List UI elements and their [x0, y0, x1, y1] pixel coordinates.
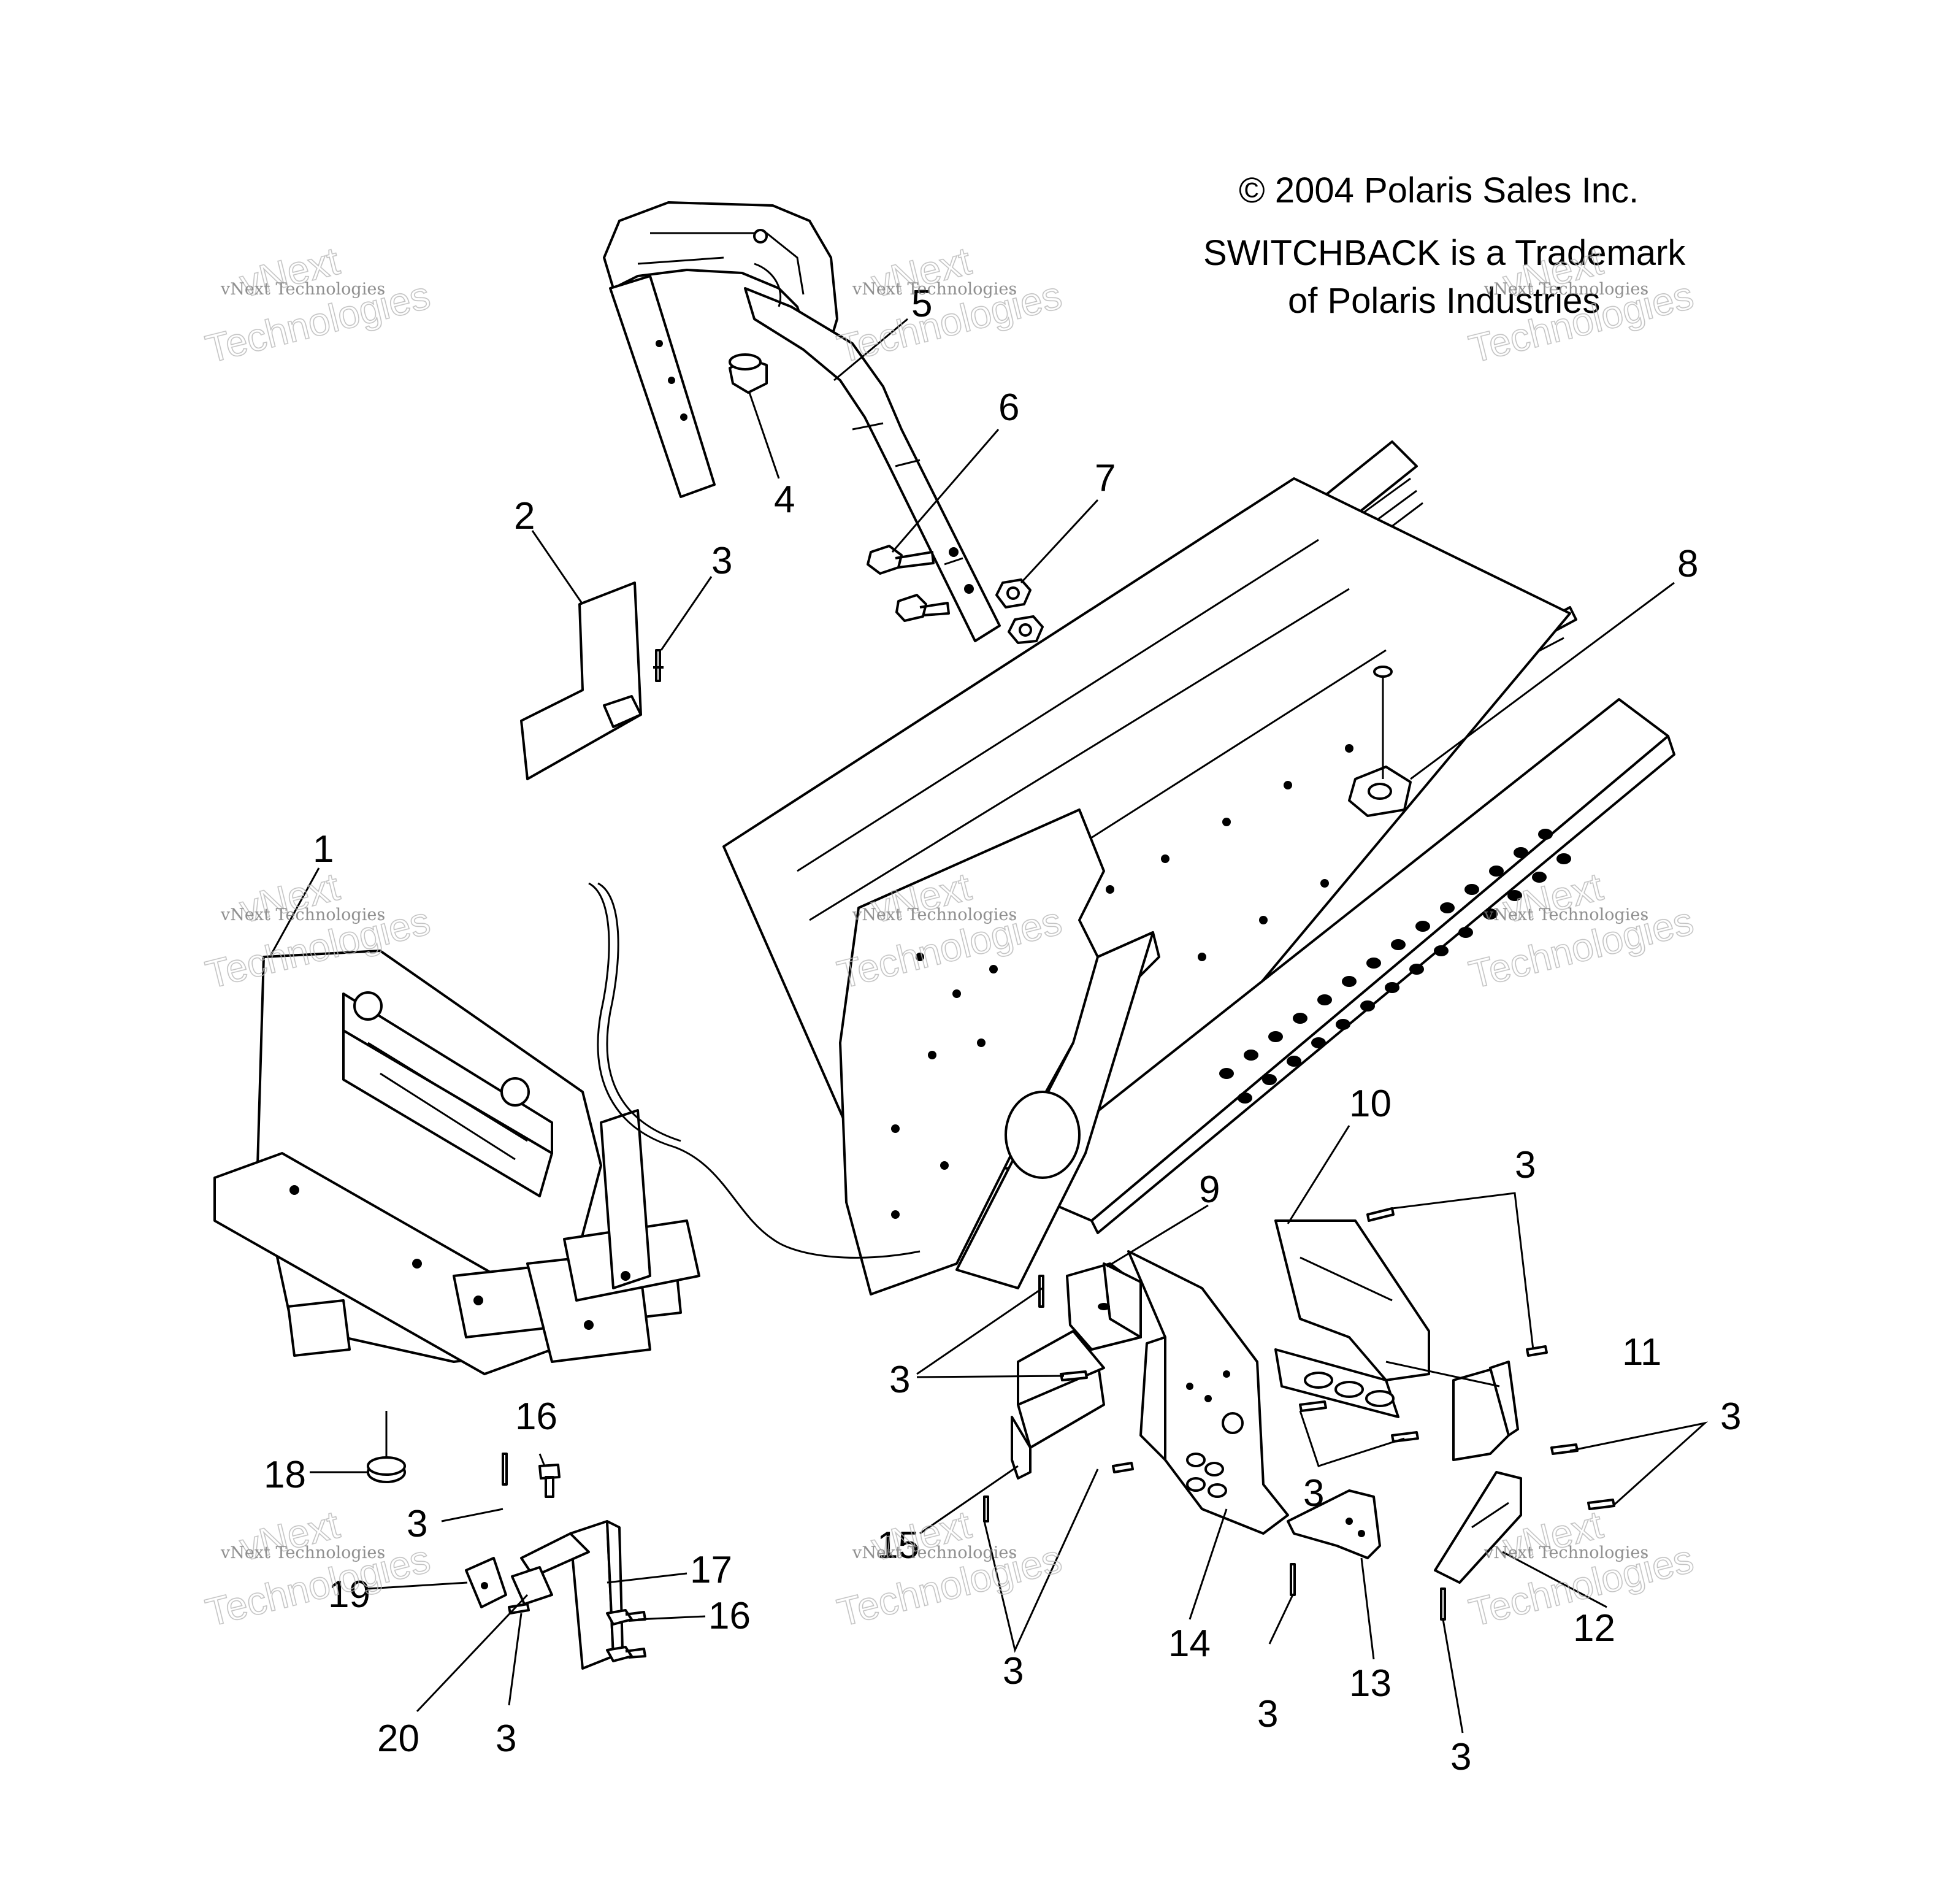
part-8-grommet [1348, 666, 1412, 817]
part-20-bracket [511, 1566, 553, 1605]
watermark-top-left: Technologies vNext vNext Technologies [201, 238, 435, 372]
running-board-holes [1219, 829, 1571, 1104]
part-13-bracket [1287, 1489, 1381, 1559]
svg-text:vNext Technologies: vNext Technologies [852, 280, 1017, 299]
callout-3-d: 3 [889, 1359, 910, 1401]
callout-3-i: 3 [1257, 1693, 1278, 1735]
svg-text:vNext Technologies: vNext Technologies [1483, 905, 1648, 924]
copyright-block: © 2004 Polaris Sales Inc. SWITCHBACK is … [1203, 171, 1686, 321]
callout-14: 14 [1168, 1622, 1211, 1665]
copyright-line-1: © 2004 Polaris Sales Inc. [1239, 171, 1639, 210]
trademark-line-2: of Polaris Industries [1288, 281, 1600, 321]
svg-text:vNext Technologies: vNext Technologies [220, 905, 385, 924]
callout-3-g: 3 [496, 1718, 516, 1760]
part-11-bracket [1452, 1361, 1519, 1461]
callout-16-b: 16 [708, 1595, 751, 1637]
part-18-grommet [367, 1411, 406, 1483]
callout-12: 12 [1573, 1607, 1615, 1649]
callout-11: 11 [1622, 1331, 1661, 1373]
part-16-bolts-b [606, 1609, 646, 1662]
part-5-rear-bumper [603, 201, 1001, 642]
part-3-rivet-a [653, 649, 664, 682]
callout-9: 9 [1199, 1169, 1220, 1211]
part-14-bracket [1127, 1250, 1289, 1535]
svg-text:vNext Technologies: vNext Technologies [220, 280, 385, 299]
watermark-mid-center: Technologies vNext vNext Technologies [832, 864, 1066, 997]
callout-7: 7 [1095, 457, 1116, 499]
callout-18: 18 [264, 1454, 306, 1496]
svg-text:vNext Technologies: vNext Technologies [1483, 1543, 1648, 1562]
part-16-bolt-a [538, 1464, 561, 1498]
callout-numbers: 1 2 3 4 5 6 7 8 9 10 3 11 3 3 3 16 18 3 … [264, 283, 1741, 1778]
callout-4: 4 [774, 478, 795, 521]
chassis-tunnel [722, 440, 1675, 1296]
callout-8: 8 [1677, 543, 1698, 585]
callout-3-f: 3 [407, 1503, 427, 1545]
part-2-panel [520, 582, 642, 780]
callout-19: 19 [328, 1573, 370, 1616]
callout-3-j: 3 [1450, 1736, 1471, 1778]
callout-10: 10 [1349, 1083, 1392, 1125]
callout-2: 2 [514, 495, 535, 537]
svg-text:vNext Technologies: vNext Technologies [220, 1543, 385, 1562]
callout-5: 5 [911, 283, 932, 325]
callout-15: 15 [877, 1524, 919, 1567]
watermark-bottom-center: Technologies vNext vNext Technologies [832, 1502, 1066, 1635]
svg-text:vNext Technologies: vNext Technologies [1483, 280, 1648, 299]
callout-13: 13 [1349, 1662, 1392, 1705]
leader-lines [269, 318, 1709, 1733]
svg-text:vNext Technologies: vNext Technologies [852, 1543, 1017, 1562]
rivets [502, 1207, 1615, 1621]
part-7-nuts [995, 578, 1044, 644]
watermark-bottom-left: Technologies vNext vNext Technologies [201, 1502, 435, 1635]
callout-3-b: 3 [1515, 1144, 1536, 1186]
callout-16-a: 16 [515, 1396, 557, 1438]
part-4-bushing [729, 353, 768, 394]
part-19-plate [465, 1557, 507, 1608]
part-6-bolts [867, 545, 950, 622]
svg-text:vNext Technologies: vNext Technologies [852, 905, 1017, 924]
callout-3-h: 3 [1003, 1650, 1024, 1692]
callout-3-c: 3 [1720, 1396, 1741, 1438]
part-12-bracket [1434, 1471, 1522, 1584]
callout-1: 1 [313, 828, 334, 870]
part-9-bracket [1066, 1262, 1142, 1351]
watermark-top-center: Technologies vNext vNext Technologies [832, 238, 1066, 372]
callout-6: 6 [998, 386, 1019, 429]
callout-3-e: 3 [1303, 1472, 1324, 1515]
part-15-cover [1011, 1330, 1105, 1480]
callout-17: 17 [690, 1549, 732, 1591]
part-10-shield [1274, 1219, 1430, 1418]
callout-3-a: 3 [711, 540, 732, 582]
front-bulkhead [213, 882, 921, 1375]
callout-20: 20 [377, 1718, 419, 1760]
trademark-line-1: SWITCHBACK is a Trademark [1203, 233, 1686, 273]
